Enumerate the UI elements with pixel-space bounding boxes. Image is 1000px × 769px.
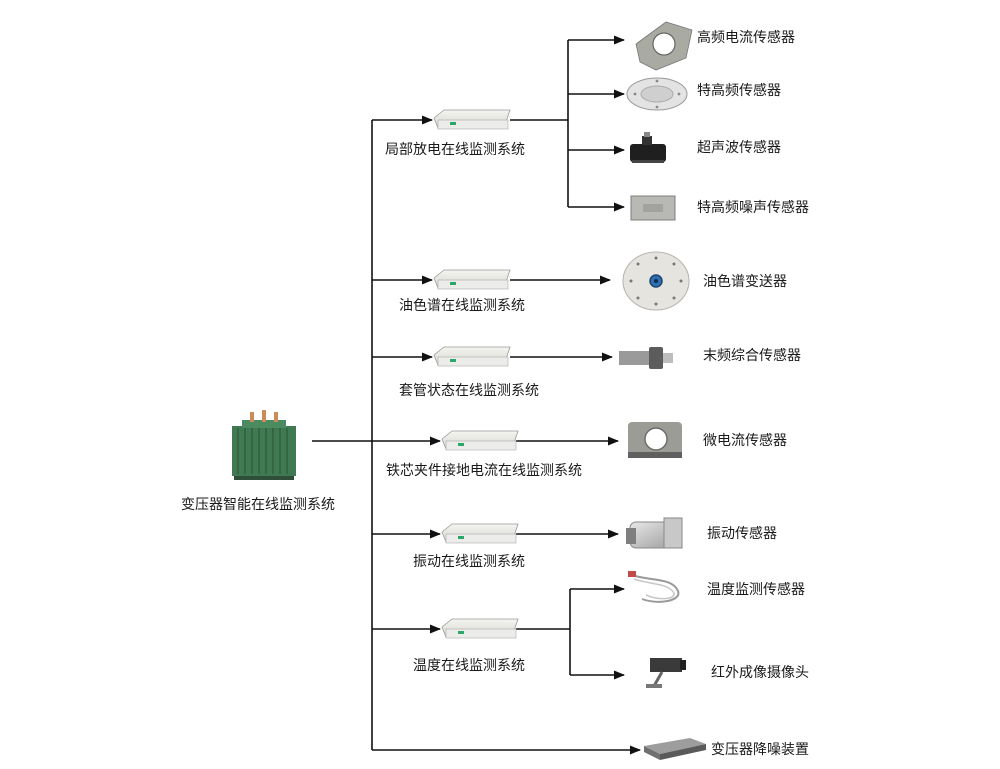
sensor-label-ultrasonic: 超声波传感器 (697, 140, 781, 156)
sensor-icons (619, 21, 706, 760)
monitoring-unit-icon (441, 430, 519, 451)
sensor-label-hf-current: 高频电流传感器 (697, 30, 795, 46)
system-label-temperature: 温度在线监测系统 (413, 658, 525, 674)
sensor-label-micro-current: 微电流传感器 (703, 433, 787, 449)
sensor-label-uhf-noise: 特高频噪声传感器 (697, 200, 809, 216)
transformer-icon (232, 410, 296, 480)
sensor-label-ir-camera: 红外成像摄像头 (711, 665, 809, 681)
disc-antenna-icon (626, 77, 688, 111)
monitoring-unit-icon (441, 618, 519, 639)
system-label-bushing: 套管状态在线监测系统 (399, 383, 539, 399)
monitoring-unit-icon (433, 269, 511, 290)
sensor-label-end-frequency: 末频综合传感器 (703, 348, 801, 364)
system-label-oil-chromatography: 油色谱在线监测系统 (399, 298, 525, 314)
system-units (433, 109, 519, 639)
ir-camera-icon (646, 658, 686, 688)
noise-panel-icon (630, 195, 676, 221)
micro-ct-icon (628, 422, 682, 458)
sensor-label-oil-transmitter: 油色谱变送器 (703, 274, 787, 290)
sensor-label-vibration: 振动传感器 (707, 526, 777, 542)
noise-reduction-icon (644, 738, 706, 760)
sensor-label-temperature: 温度监测传感器 (707, 582, 805, 598)
monitoring-unit-icon (433, 346, 511, 367)
system-label-core-ground-current: 铁芯夹件接地电流在线监测系统 (386, 463, 582, 479)
sensor-label-uhf: 特高频传感器 (697, 83, 781, 99)
flange-disc-icon (622, 251, 690, 311)
system-label-partial-discharge: 局部放电在线监测系统 (385, 142, 525, 158)
ring-ct-icon (635, 21, 693, 71)
monitoring-unit-icon (433, 109, 511, 130)
vibration-sensor-icon (626, 517, 683, 549)
monitoring-unit-icon (441, 523, 519, 544)
system-label-vibration: 振动在线监测系统 (413, 554, 525, 570)
cylinder-probe-icon (619, 347, 673, 369)
ultrasonic-probe-icon (630, 132, 666, 163)
fiber-temp-icon (628, 571, 680, 603)
root-system-label: 变压器智能在线监测系统 (181, 497, 335, 513)
sensor-label-noise-reduction: 变压器降噪装置 (711, 742, 809, 758)
connector-lines (312, 35, 642, 755)
